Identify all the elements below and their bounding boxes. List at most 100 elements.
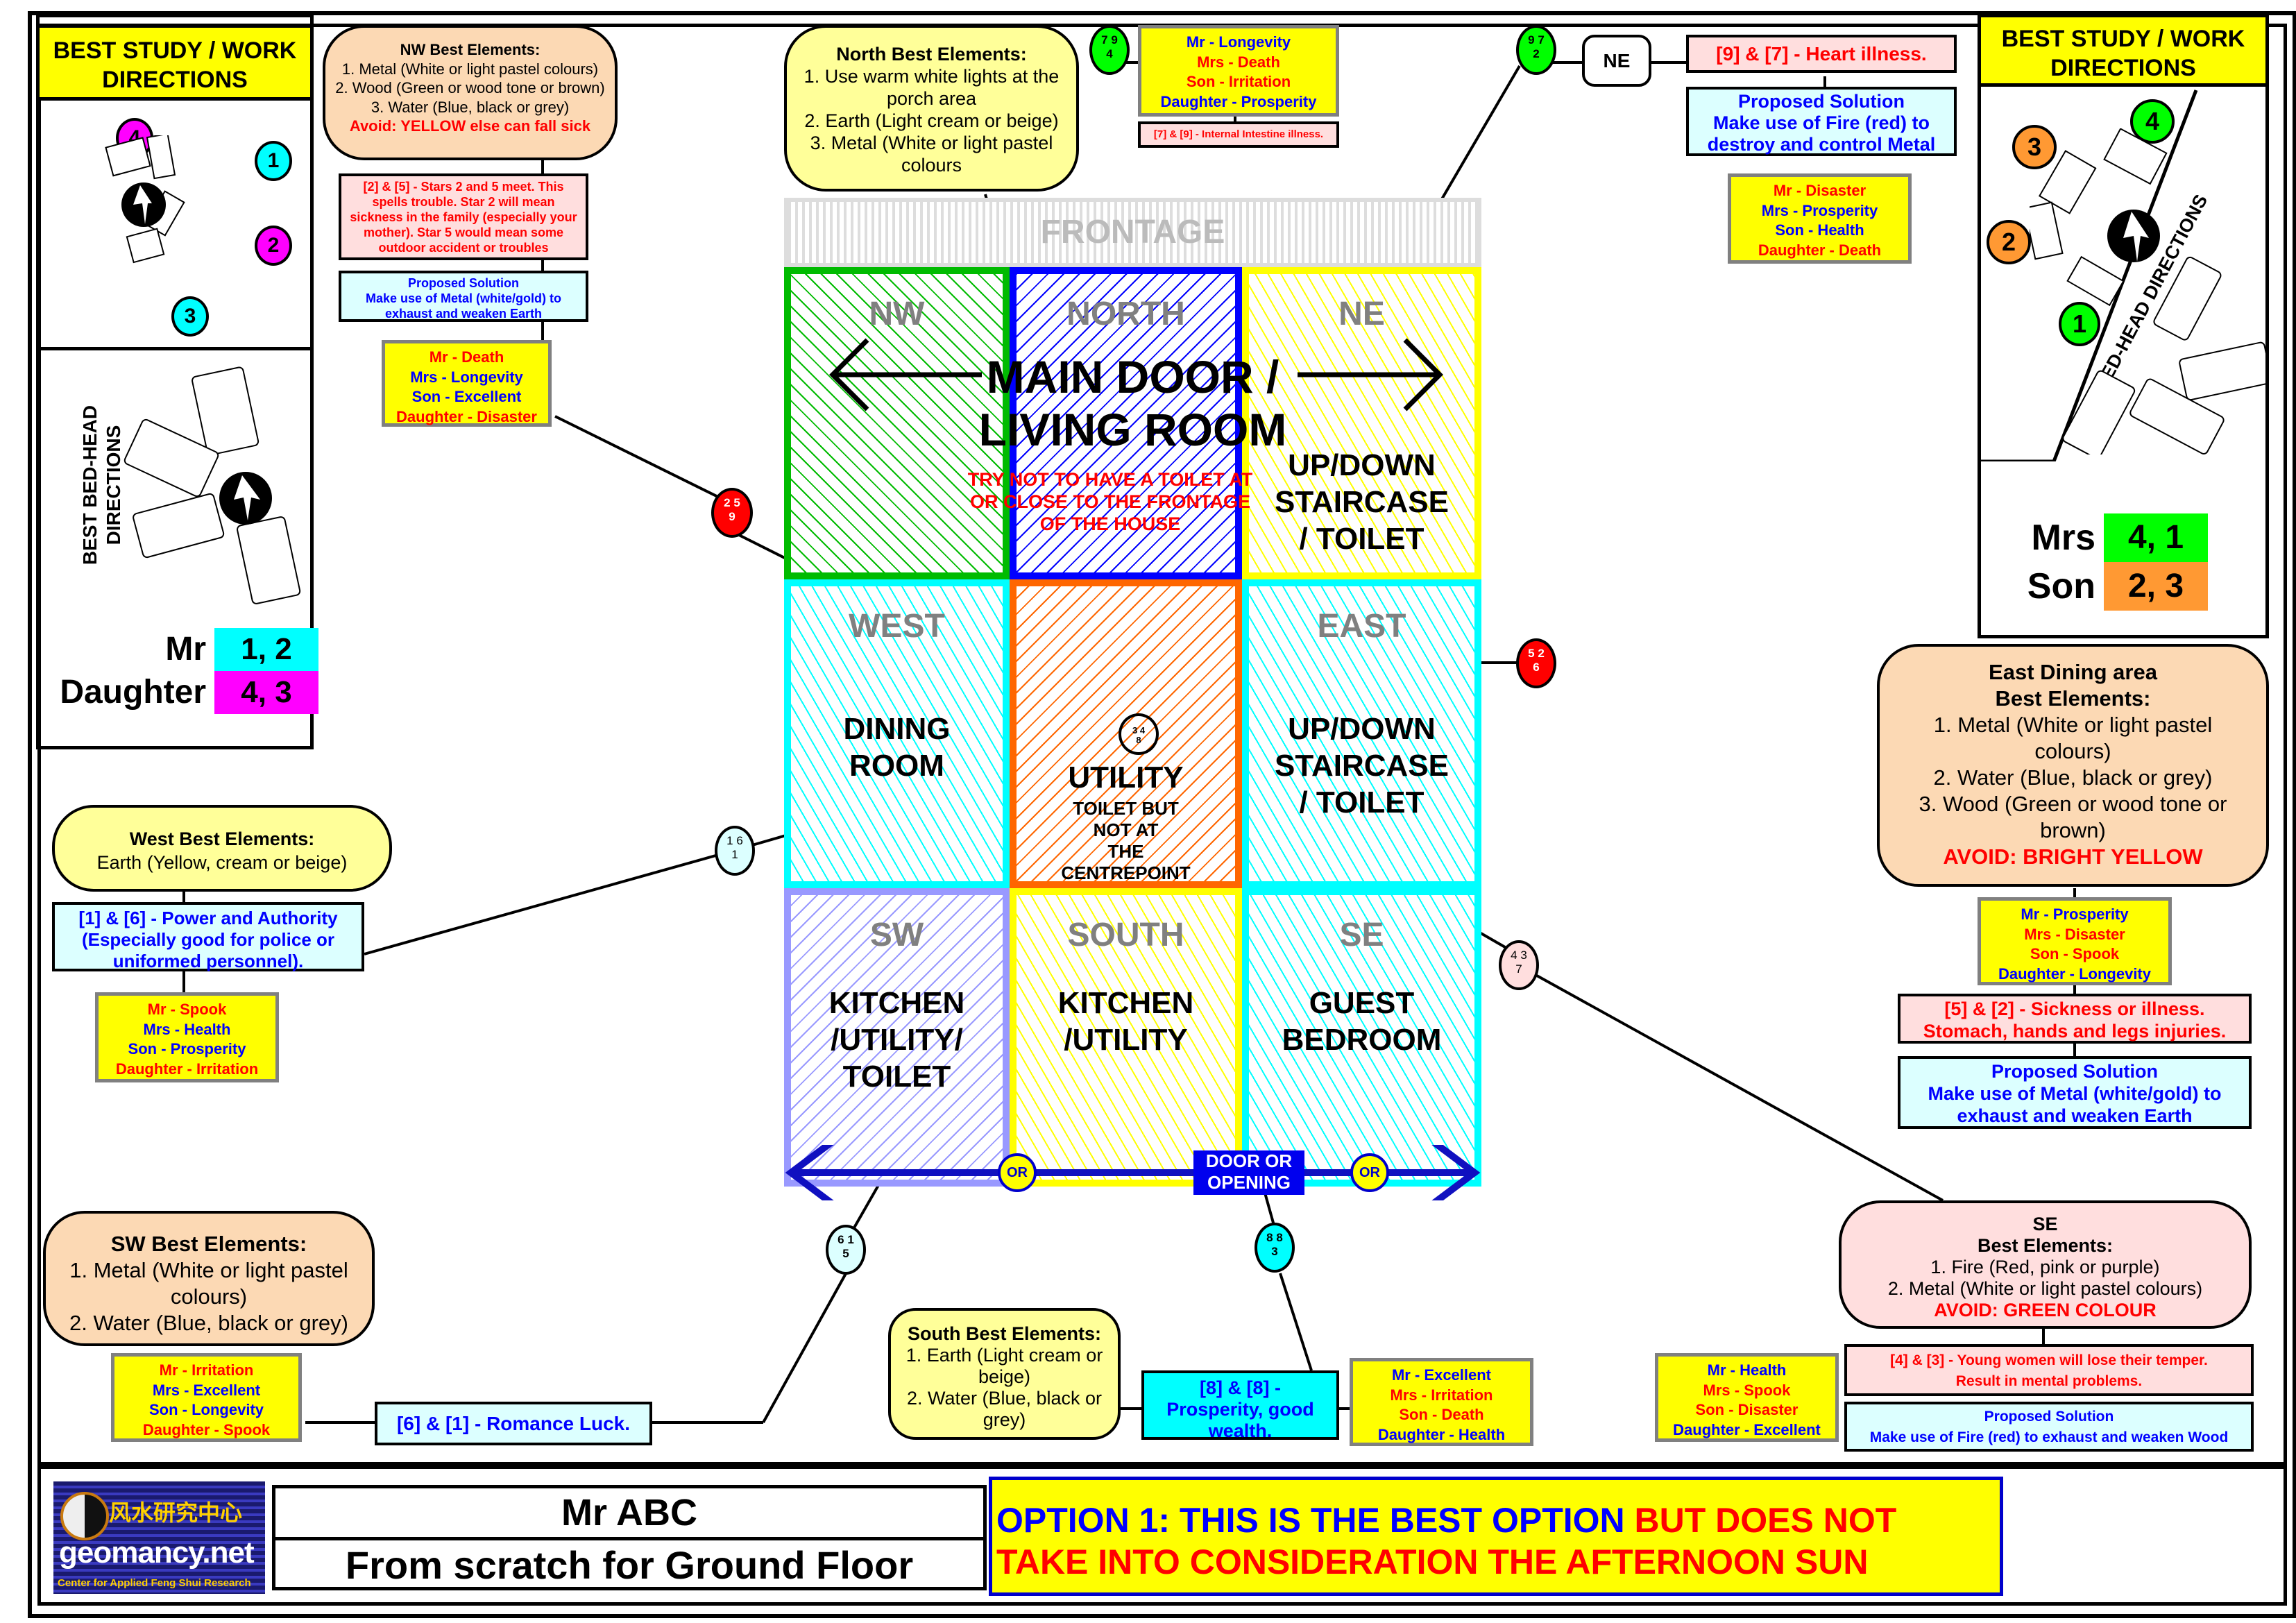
frontage-band: FRONTAGE <box>784 198 1481 267</box>
star-b: 5 <box>733 496 740 509</box>
star-c: 5 <box>842 1247 849 1260</box>
luck-entry: Mrs - Excellent <box>152 1381 261 1399</box>
star-c: 9 <box>729 510 735 523</box>
luck-entry: Daughter - Disaster <box>396 407 537 425</box>
left-bed-illustration <box>124 366 301 604</box>
right-furniture-illustration <box>2030 128 2265 454</box>
nw-element-3: 3. Water (Blue, black or grey) <box>371 98 570 116</box>
desk-icon <box>146 135 176 180</box>
bed-icon <box>133 493 225 559</box>
grid-cell-room-note: TOILET BUT NOT AT THE CENTREPOINT <box>1061 798 1191 883</box>
grid-cell-direction-label: SOUTH <box>1067 917 1184 953</box>
or-right-label: OR <box>1359 1165 1380 1180</box>
luck-entry: Mr - Death <box>429 348 504 366</box>
luck-entry: Mr - Disaster <box>1773 182 1866 199</box>
star-b: 4 <box>1139 725 1146 736</box>
left-study-number-1: 1 <box>255 141 292 181</box>
se-elements-box: SE Best Elements: 1. Fire (Red, pink or … <box>1839 1200 2252 1329</box>
star-b: 2 <box>1538 647 1545 660</box>
left-study-number-3: 3 <box>171 296 209 337</box>
person-directions-value: 4, 3 <box>214 671 318 714</box>
se-element-1: 1. Fire (Red, pink or purple) <box>1930 1257 2160 1277</box>
bed-icon <box>237 516 301 604</box>
west-star-note: [1] & [6] - Power and Authority (Especia… <box>52 902 364 971</box>
left-panel-divider <box>40 347 310 350</box>
right-bed-divider <box>1981 90 2198 461</box>
luck-entry: Mr - Spook <box>147 1001 227 1018</box>
luck-entry: Son - Irritation <box>1186 73 1291 91</box>
door-opening-label: DOOR OR OPENING <box>1193 1150 1304 1195</box>
grid-cell-room-label: UTILITY <box>1068 760 1184 794</box>
right-study-number-2: 2 <box>1987 220 2031 264</box>
title-block: Mr ABC From scratch for Ground Floor <box>272 1485 987 1590</box>
right-study-number-1: 1 <box>2059 302 2100 346</box>
se-elements-title: SE Best Elements: <box>1977 1214 2114 1256</box>
west-element-1: Earth (Yellow, cream or beige) <box>96 852 348 873</box>
grid-cell-room-label: KITCHEN /UTILITY/ TOILET <box>828 986 965 1094</box>
north-star-note: [7] & [9] - Internal Intestine illness. <box>1138 121 1339 148</box>
bed-icon <box>124 418 219 498</box>
luck-entry: Mr - Excellent <box>1391 1366 1492 1384</box>
desk-icon <box>2038 150 2097 214</box>
star-b: 1 <box>847 1233 854 1246</box>
star-c: 1 <box>731 848 738 861</box>
sw-elements-title: SW Best Elements: <box>110 1232 307 1256</box>
south-element-2: 2. Water (Blue, black or grey) <box>906 1388 1103 1430</box>
right-study-title: BEST STUDY / WORK DIRECTIONS <box>1981 17 2265 87</box>
nw-avoid: Avoid: YELLOW else can fall sick <box>349 117 591 135</box>
option-caveat: BUT DOES NOT TAKE INTO CONSIDERATION THE… <box>996 1501 1897 1581</box>
grid-cell-direction-label: EAST <box>1317 608 1406 645</box>
north-element-2: 2. Earth (Light cream or beige) <box>804 110 1059 131</box>
ne-tag: NE <box>1582 35 1651 87</box>
luck-entry: Mrs - Irritation <box>1390 1386 1493 1404</box>
star-c: 6 <box>1533 661 1540 674</box>
luck-entry: Mr - Longevity <box>1186 33 1291 51</box>
east-element-2: 2. Water (Blue, black or grey) <box>1933 765 2213 790</box>
luck-entry: Daughter - Longevity <box>1998 965 2151 983</box>
luck-entry: Daughter - Excellent <box>1673 1420 1821 1438</box>
arrow-right-head <box>1403 338 1443 411</box>
star-c: 3 <box>1271 1245 1278 1258</box>
luck-entry: Mrs - Health <box>143 1020 231 1038</box>
east-solution: Proposed Solution Make use of Metal (whi… <box>1898 1056 2252 1129</box>
right-study-number-3: 3 <box>2012 125 2057 169</box>
west-elements-title: West Best Elements: <box>129 829 315 849</box>
luck-entry: Mrs - Disaster <box>2024 925 2125 943</box>
left-study-title: BEST STUDY / WORK DIRECTIONS <box>40 24 310 101</box>
se-element-2: 2. Metal (White or light pastel colours) <box>1887 1278 2203 1299</box>
luck-entry: Mr - Health <box>1707 1361 1787 1379</box>
star-a: 2 <box>724 496 731 509</box>
person-name: Mrs <box>2031 518 2095 558</box>
south-elements-box: South Best Elements: 1. Earth (Light cre… <box>888 1308 1121 1440</box>
south-star-note: [8] & [8] - Prosperity, good wealth. <box>1141 1370 1339 1441</box>
luck-entry: Daughter - Health <box>1377 1425 1506 1443</box>
luck-entry: Daughter - Death <box>1758 241 1882 259</box>
main-door-arrows <box>829 338 1443 411</box>
person-directions-value: 4, 1 <box>2104 513 2208 562</box>
star-a: 7 <box>1101 33 1108 46</box>
nw-element-1: 1. Metal (White or light pastel colours) <box>341 60 599 78</box>
bed-icon <box>2153 256 2222 341</box>
left-study-desks-illustration <box>105 135 185 264</box>
person-directions-value: 2, 3 <box>2104 562 2208 611</box>
geomancy-logo: 风水研究中心 geomancy.net Center for Applied F… <box>53 1481 265 1594</box>
bed-icon <box>2129 378 2225 454</box>
grid-cell-centre: UTILITY TOILET BUT NOT AT THE CENTREPOINT <box>1010 579 1242 888</box>
yin-yang-icon <box>60 1492 109 1540</box>
frontage-label: FRONTAGE <box>1040 214 1225 250</box>
star-a: 1 <box>726 834 733 847</box>
grid-cell-direction-label: WEST <box>849 608 945 645</box>
north-elements-title: North Best Elements: <box>836 44 1027 65</box>
